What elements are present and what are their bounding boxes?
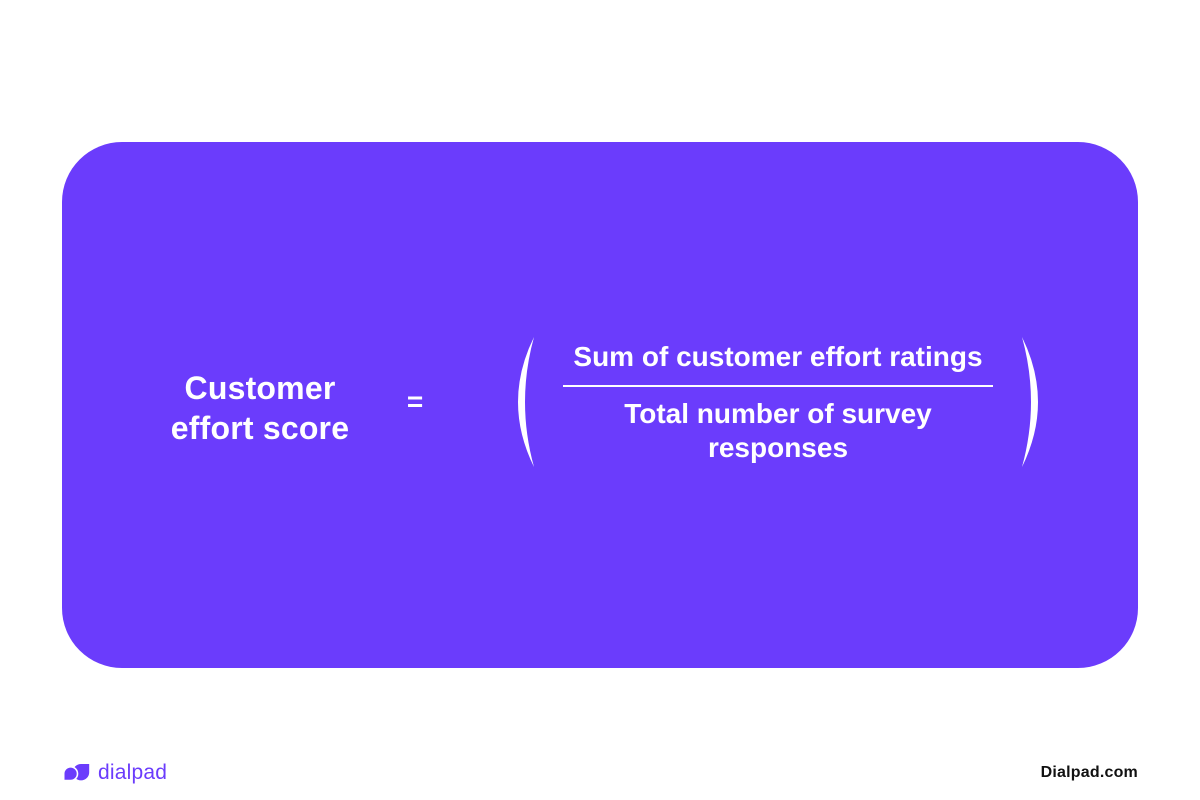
equals-sign: = [406,386,424,417]
dialpad-wordmark: dialpad [98,761,168,784]
formula-label-line1: Customer [184,370,336,406]
formula-card: Customer effort score = Sum of customer … [62,142,1138,668]
fraction-bar [563,384,993,387]
left-parenthesis-icon [518,337,534,467]
formula-label-line2: effort score [170,410,350,446]
dialpad-logo: dialpad [62,761,167,785]
dialpad-logo-icon [62,764,90,782]
fraction-denominator: Total number of survey responses [624,397,932,463]
dialpad-url: Dialpad.com [1040,764,1138,781]
right-parenthesis-icon [1022,337,1038,467]
formula-expression: Sum of customer effort ratings Total num… [458,322,1098,482]
fraction: Sum of customer effort ratings Total num… [555,340,1001,465]
formula-label: Customer effort score [90,368,430,448]
fraction-numerator: Sum of customer effort ratings [573,340,983,372]
